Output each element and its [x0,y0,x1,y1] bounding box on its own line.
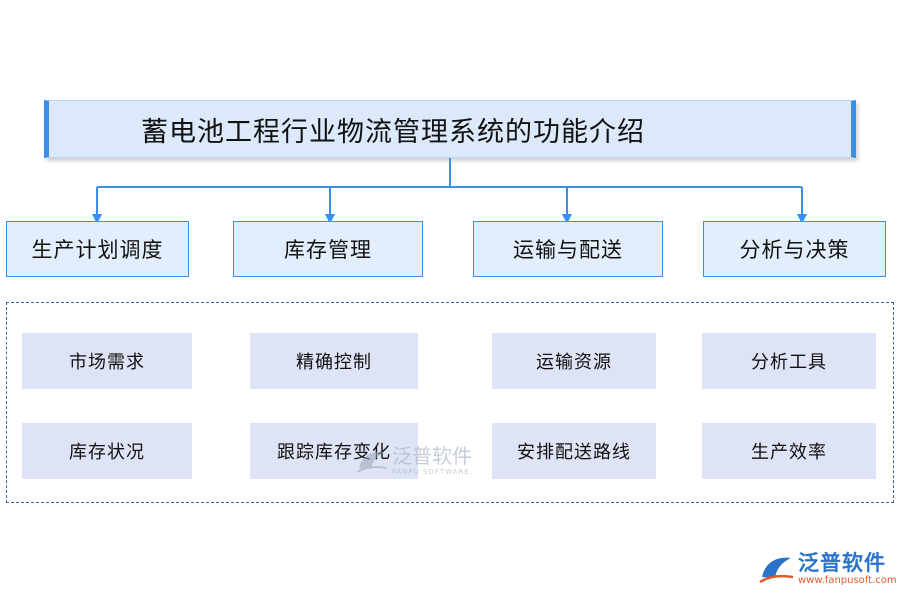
brand-logo-name: 泛普软件 [798,551,886,575]
category-inventory-management: 库存管理 [233,221,423,277]
diagram-title: 蓄电池工程行业物流管理系统的功能介绍 [141,116,645,148]
category-production-scheduling: 生产计划调度 [6,221,189,277]
category-transport-delivery: 运输与配送 [473,221,663,277]
watermark-logo-icon [356,451,388,473]
detail-inventory-status: 库存状况 [22,423,192,479]
detail-arrange-delivery-routes: 安排配送路线 [492,423,656,479]
detail-transport-resources: 运输资源 [492,333,656,389]
brand-logo-icon [759,557,794,584]
watermark-name: 泛普软件 [392,444,472,468]
brand-logo-url: www.fanpusoft.com [798,575,897,586]
diagram-title-bar: 蓄电池工程行业物流管理系统的功能介绍 [44,100,856,158]
detail-analysis-tools: 分析工具 [702,333,876,389]
watermark: 泛普软件 FANPU SOFTWARE [356,446,472,476]
brand-logo: 泛普软件 www.fanpusoft.com [758,552,897,586]
detail-market-demand: 市场需求 [22,333,192,389]
detail-frame [6,302,894,503]
detail-precise-control: 精确控制 [250,333,418,389]
detail-production-efficiency: 生产效率 [702,423,876,479]
detail-track-inventory-changes: 跟踪库存变化 [250,423,418,479]
category-analysis-decision: 分析与决策 [703,221,886,277]
watermark-subtitle: FANPU SOFTWARE [392,468,470,476]
